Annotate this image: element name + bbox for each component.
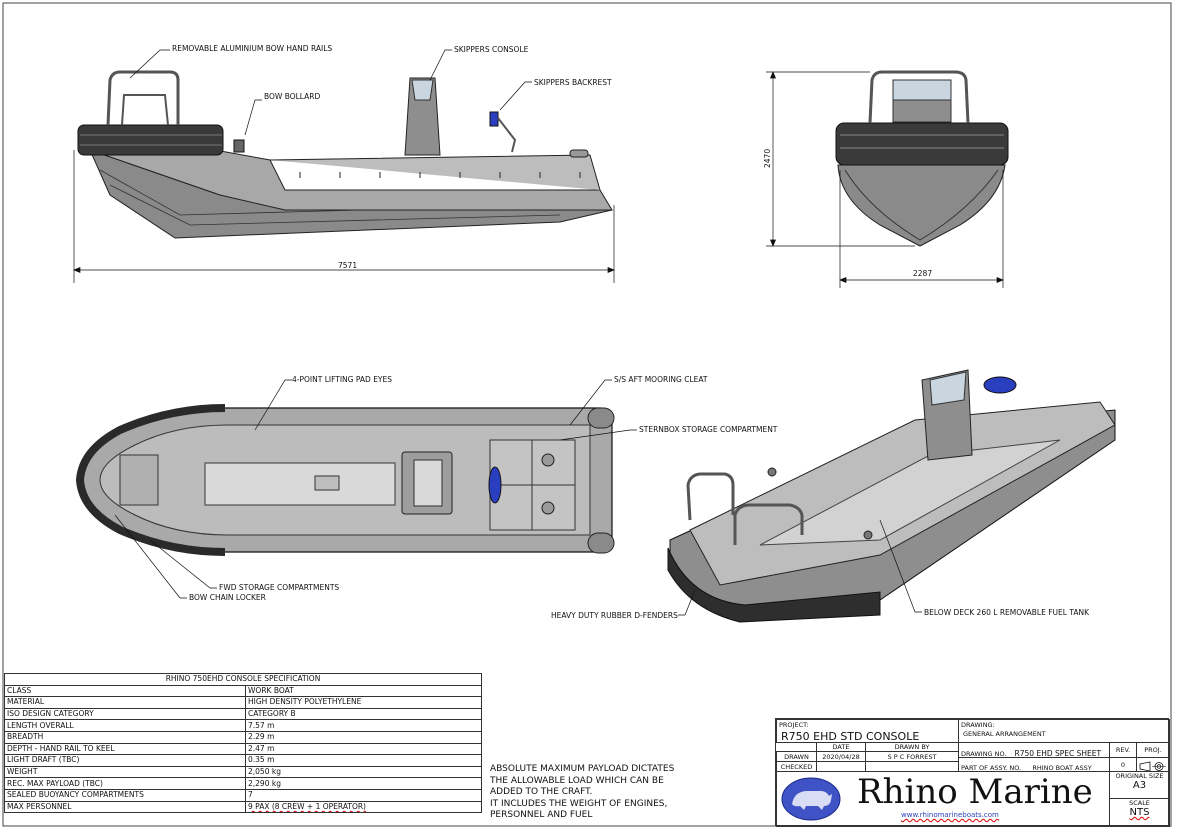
drawing-cell: DRAWING: GENERAL ARRANGEMENT	[958, 719, 1170, 743]
part-label: PART OF ASSY. NO.	[961, 764, 1022, 772]
spec-key: CLASS	[4, 684, 246, 698]
spec-title: RHINO 750EHD CONSOLE SPECIFICATION	[4, 673, 482, 686]
spec-key: LIGHT DRAFT (TBC)	[4, 754, 246, 767]
label-sternbox: STERNBOX STORAGE COMPARTMENT	[639, 425, 778, 434]
spec-key: WEIGHT	[4, 765, 246, 779]
front-view	[766, 70, 1009, 288]
orig-size-label: ORIGINAL SIZE	[1115, 772, 1164, 780]
label-bollard: BOW BOLLARD	[264, 92, 321, 101]
label-fenders: HEAVY DUTY RUBBER D-FENDERS	[551, 611, 678, 620]
orig-size-value: A3	[1132, 780, 1147, 791]
note-line: ABSOLUTE MAXIMUM PAYLOAD DICTATES	[490, 764, 675, 774]
drawing-no-cell: DRAWING NO. R750 EHD SPEC SHEET	[958, 742, 1110, 758]
label-lifting: 4-POINT LIFTING PAD EYES	[292, 375, 392, 384]
brand-name: Rhino Marine	[857, 772, 1093, 812]
spec-value: 0.35 m	[245, 754, 482, 767]
spec-value: CATEGORY B	[245, 707, 482, 721]
spec-key: DEPTH - HAND RAIL TO KEEL	[4, 742, 246, 756]
project-name: R750 EHD STD CONSOLE	[781, 730, 920, 743]
spec-value: 2.29 m	[245, 730, 482, 744]
dim-length: 7571	[338, 261, 357, 270]
website-link[interactable]: www.rhinomarineboats.com	[901, 811, 999, 819]
projection-icon	[1139, 761, 1166, 771]
orig-size-cell: ORIGINAL SIZE A3	[1109, 771, 1170, 799]
title-block: PROJECT: R750 EHD STD CONSOLE DRAWING: G…	[775, 718, 1170, 827]
note-line: THE ALLOWABLE LOAD WHICH CAN BE	[490, 775, 664, 786]
spec-key: ISO DESIGN CATEGORY	[4, 707, 246, 721]
note-line: ADDED TO THE CRAFT.	[490, 787, 593, 797]
drawing-name: GENERAL ARRANGEMENT	[963, 730, 1046, 738]
dim-beam: 2287	[913, 269, 932, 278]
spec-value: 2,290 kg	[245, 777, 482, 790]
scale-value: NTS	[1129, 807, 1150, 818]
drawing-label: DRAWING:	[961, 721, 995, 729]
scale-cell: SCALE NTS	[1109, 798, 1170, 827]
isometric-view	[667, 369, 1116, 623]
dim-height: 2470	[763, 149, 772, 168]
top-view	[75, 379, 637, 599]
part-value: RHINO BOAT ASSY	[1032, 764, 1092, 772]
label-fuel-tank: BELOW DECK 260 L REMOVABLE FUEL TANK	[924, 608, 1090, 617]
spec-row: REC. MAX PAYLOAD (TBC)2,290 kg	[4, 777, 482, 790]
spec-key: MAX PERSONNEL	[4, 800, 246, 814]
rev-label: REV.	[1109, 742, 1137, 758]
spec-key: MATERIAL	[4, 696, 246, 709]
project-label: PROJECT:	[779, 721, 809, 729]
spec-value: 7	[245, 788, 482, 802]
rev-value: 0	[1109, 757, 1137, 772]
rhino-logo-icon	[781, 777, 841, 821]
drawing-no-label: DRAWING NO.	[961, 750, 1007, 758]
brand-cell: Rhino Marine www.rhinomarineboats.com	[776, 771, 1110, 827]
spec-table: RHINO 750EHD CONSOLE SPECIFICATION CLASS…	[4, 673, 482, 814]
note-line: PERSONNEL AND FUEL	[490, 810, 593, 820]
label-handrails: REMOVABLE ALUMINIUM BOW HAND RAILS	[172, 44, 332, 53]
label-backrest: SKIPPERS BACKREST	[534, 78, 612, 87]
part-cell: PART OF ASSY. NO. RHINO BOAT ASSY	[958, 757, 1110, 772]
label-cleat: S/S AFT MOORING CLEAT	[614, 375, 708, 384]
spec-key: SEALED BUOYANCY COMPARTMENTS	[4, 788, 246, 802]
spec-row: LIGHT DRAFT (TBC)0.35 m	[4, 754, 482, 767]
drawing-no-value: R750 EHD SPEC SHEET	[1014, 749, 1102, 758]
spec-key: REC. MAX PAYLOAD (TBC)	[4, 777, 246, 790]
spec-value: WORK BOAT	[245, 684, 482, 698]
project-cell: PROJECT: R750 EHD STD CONSOLE	[776, 719, 959, 743]
spec-key: LENGTH OVERALL	[4, 719, 246, 732]
spec-value: 9 PAX (8 CREW + 1 OPERATOR)	[245, 800, 482, 814]
projection-symbol-cell	[1136, 757, 1170, 772]
spec-key: BREADTH	[4, 730, 246, 744]
side-view	[73, 49, 615, 283]
label-fwd-storage: FWD STORAGE COMPARTMENTS	[219, 583, 339, 592]
proj-label: PROJ.	[1136, 742, 1170, 758]
spec-value: 7.57 m	[245, 719, 482, 732]
spec-value: 2.47 m	[245, 742, 482, 756]
spec-value: 2,050 kg	[245, 765, 482, 779]
scale-label: SCALE	[1129, 799, 1150, 807]
label-console: SKIPPERS CONSOLE	[454, 45, 529, 54]
spec-value: HIGH DENSITY POLYETHYLENE	[245, 696, 482, 709]
label-chain-locker: BOW CHAIN LOCKER	[189, 593, 266, 602]
note-line: IT INCLUDES THE WEIGHT OF ENGINES,	[490, 798, 668, 809]
